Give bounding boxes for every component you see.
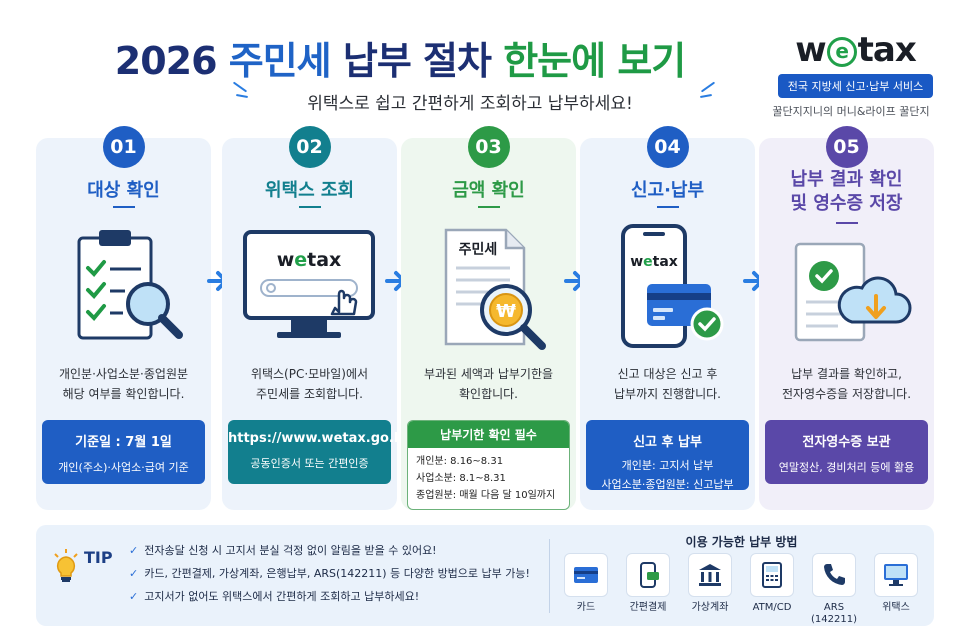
step-number: 04: [646, 126, 689, 168]
pay-individual: 개인분: 고지서 납부: [621, 459, 714, 472]
step-title: 위택스 조회: [264, 180, 355, 201]
title-underline: [656, 206, 679, 208]
report-then-pay: 신고 후 납부: [633, 435, 702, 450]
step-description: 개인분·사업소분·종업원분 해당 여부를 확인합니다.: [58, 367, 189, 401]
step-number: 03: [467, 126, 510, 168]
svg-text:₩: ₩: [496, 301, 516, 322]
pay-atm: [750, 553, 794, 597]
title-underline: [835, 222, 858, 224]
clipboard-magnifier-icon: [77, 230, 183, 340]
title-underline: [298, 206, 321, 208]
doc-title: 주민세: [459, 241, 498, 258]
due-date-box: 납부기한 확인 필수 개인분: 8.16~8.31 사업소분: 8.1~8.31…: [407, 420, 570, 510]
auth-method: 공동인증서 또는 간편인증: [250, 457, 369, 470]
tip-item: ✓전자송달 신청 시 고지서 분실 걱정 없이 알림을 받을 수 있어요!: [129, 544, 437, 557]
phone-icon: [824, 564, 845, 585]
title-procedure: 납부 절차: [342, 39, 492, 83]
step-1-card: 01 대상 확인 개인분·사업소분·종업원분 해당 여부를 확인합니다. 기준일…: [36, 126, 211, 510]
tip-list: ✓전자송달 신청 시 고지서 분실 걱정 없이 알림을 받을 수 있어요! ✓카…: [129, 539, 530, 608]
receipt-cloud-download-icon: [794, 242, 912, 342]
step-info-box: https://www.wetax.go.kr 공동인증서 또는 간편인증: [228, 420, 409, 484]
wetax-url-link[interactable]: https://www.wetax.go.kr: [228, 431, 409, 446]
page-title: 2026 주민세 납부 절차 한눈에 보기: [40, 30, 760, 85]
service-badge: 전국 지방세 신고·납부 서비스: [778, 74, 933, 98]
title-underline: [477, 206, 500, 208]
step-title: 금액 확인: [452, 180, 525, 201]
lightbulb-icon: [54, 549, 78, 582]
pay-ars: [812, 553, 856, 597]
title-overview: 한눈에 보기: [503, 39, 686, 83]
base-criteria: 개인(주소)·사업소·급여 기준: [58, 461, 189, 474]
step-description: 신고 대상은 신고 후 납부까지 진행합니다.: [614, 367, 721, 401]
step-2-card: 02 위택스 조회 wetax 위택스(PC·모바일)에서 주민세를 조회합니다…: [222, 126, 409, 510]
tip-label: TIP: [84, 548, 113, 567]
tip-item: ✓고지서가 없어도 위택스에서 간편하게 조회하고 납부하세요!: [129, 590, 420, 603]
page-subtitle: 위택스로 쉽고 간편하게 조회하고 납부하세요!: [307, 94, 633, 114]
tip-item: ✓카드, 간편결제, 가상계좌, 은행납부, ARS(142211) 등 다양한…: [129, 567, 530, 580]
title-tax-name: 주민세: [228, 39, 332, 83]
step-title: 신고·납부: [630, 180, 705, 201]
step-number: 01: [102, 126, 145, 168]
step-title: 납부 결과 확인 및 영수증 저장: [790, 169, 903, 214]
bank-icon: [699, 564, 721, 586]
pay-label: 간편결제: [629, 602, 667, 613]
title-year: 2026: [114, 39, 218, 83]
due-employee: 종업원분: 매월 다음 달 10일까지: [416, 490, 556, 501]
due-individual: 개인분: 8.16~8.31: [416, 456, 504, 467]
pay-label: 위택스: [882, 602, 910, 613]
receipt-usage: 연말정산, 경비처리 등에 활용: [778, 461, 915, 474]
step-4-card: 04 신고·납부 wetax 신고 대상은 신고 후 납부까지 진행합니다. 신…: [580, 126, 755, 510]
tax-document-coin-icon: 주민세 ₩: [444, 228, 546, 350]
step-info-box: 기준일 : 7월 1일 개인(주소)·사업소·급여 기준: [42, 420, 205, 484]
pay-card: [564, 553, 608, 597]
step-number: 02: [288, 126, 331, 168]
monitor-icon: [884, 564, 908, 586]
pay-business: 사업소분·종업원분: 신고납부: [601, 478, 734, 491]
divider: [549, 539, 550, 613]
base-date: 기준일 : 7월 1일: [75, 435, 172, 450]
phone-logo: wetax: [630, 254, 678, 270]
step-info-box: 전자영수증 보관 연말정산, 경비처리 등에 활용: [765, 420, 928, 484]
step-info-box: 신고 후 납부 개인분: 고지서 납부 사업소분·종업원분: 신고납부: [586, 420, 749, 491]
receipt-keep: 전자영수증 보관: [802, 435, 891, 450]
payment-methods-title: 이용 가능한 납부 방법: [685, 535, 798, 549]
title-underline: [112, 206, 135, 208]
step-description: 위택스(PC·모바일)에서 주민세를 조회합니다.: [250, 367, 369, 401]
author-credit: 꿀단지지니의 머니&라이프 꿀단지: [772, 105, 930, 118]
atm-icon: [762, 562, 782, 588]
card-icon: [574, 567, 598, 583]
due-date-heading: 납부기한 확인 필수: [408, 421, 569, 448]
pay-wetax: [874, 553, 918, 597]
tip-panel: TIP ✓전자송달 신청 시 고지서 분실 걱정 없이 알림을 받을 수 있어요…: [36, 525, 934, 626]
mobile-pay-icon: [640, 562, 659, 588]
step-description: 납부 결과를 확인하고, 전자영수증을 저장합니다.: [781, 367, 912, 401]
step-number: 05: [825, 126, 868, 168]
pay-bank: [688, 553, 732, 597]
step-title: 대상 확인: [87, 180, 160, 201]
pay-label: 가상계좌: [691, 602, 729, 613]
step-description: 부과된 세액과 납부기한을 확인합니다.: [423, 367, 554, 401]
pay-label: 카드: [576, 602, 596, 613]
step-3-card: 03 금액 확인 주민세 ₩ 부과된 세액과 납부기한을 확인합니다. 납부기한…: [401, 126, 576, 510]
pay-label: ATM/CD: [752, 602, 792, 613]
step-5-card: 05 납부 결과 확인 및 영수증 저장 납부 결과를 확인하고, 전자영수증을…: [759, 126, 934, 510]
pay-mobile: [626, 553, 670, 597]
pay-label: ARS (142211): [811, 602, 857, 625]
phone-card-payment-icon: wetax: [621, 224, 724, 348]
due-business: 사업소분: 8.1~8.31: [416, 473, 506, 484]
monitor-wetax-icon: wetax: [243, 230, 375, 338]
screen-logo: wetax: [277, 249, 342, 271]
